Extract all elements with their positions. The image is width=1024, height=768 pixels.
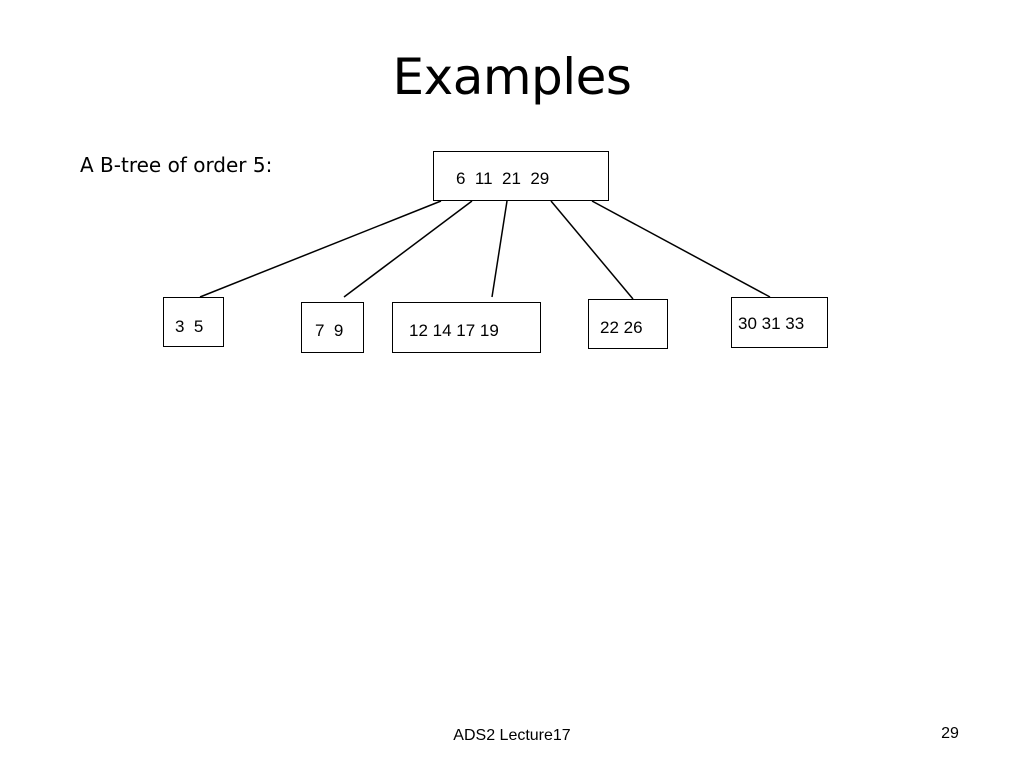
btree-leaf-node-5: 30 31 33 bbox=[731, 297, 828, 348]
slide-footer: ADS2 Lecture17 bbox=[453, 727, 571, 744]
leaf-node-1-keys: 3 5 bbox=[175, 317, 204, 336]
leaf-node-5-keys: 30 31 33 bbox=[738, 314, 805, 333]
edge-root-to-child-4 bbox=[550, 200, 634, 300]
btree-root-node: 6 11 21 29 bbox=[433, 151, 609, 201]
leaf-node-2-keys: 7 9 bbox=[315, 321, 344, 340]
leaf-node-4-keys: 22 26 bbox=[600, 318, 643, 337]
slide-title: Examples bbox=[392, 48, 632, 106]
edge-root-to-child-1 bbox=[199, 200, 442, 298]
root-node-keys: 6 11 21 29 bbox=[456, 169, 550, 188]
edge-root-to-child-3 bbox=[491, 200, 508, 298]
slide-page-number: 29 bbox=[941, 725, 959, 742]
btree-leaf-node-3: 12 14 17 19 bbox=[392, 302, 541, 353]
edge-root-to-child-2 bbox=[343, 200, 473, 298]
btree-leaf-node-4: 22 26 bbox=[588, 299, 668, 349]
leaf-node-3-keys: 12 14 17 19 bbox=[409, 321, 499, 340]
diagram-caption: A B-tree of order 5: bbox=[80, 153, 273, 177]
btree-leaf-node-2: 7 9 bbox=[301, 302, 364, 353]
edge-root-to-child-5 bbox=[591, 200, 771, 298]
btree-leaf-node-1: 3 5 bbox=[163, 297, 224, 347]
